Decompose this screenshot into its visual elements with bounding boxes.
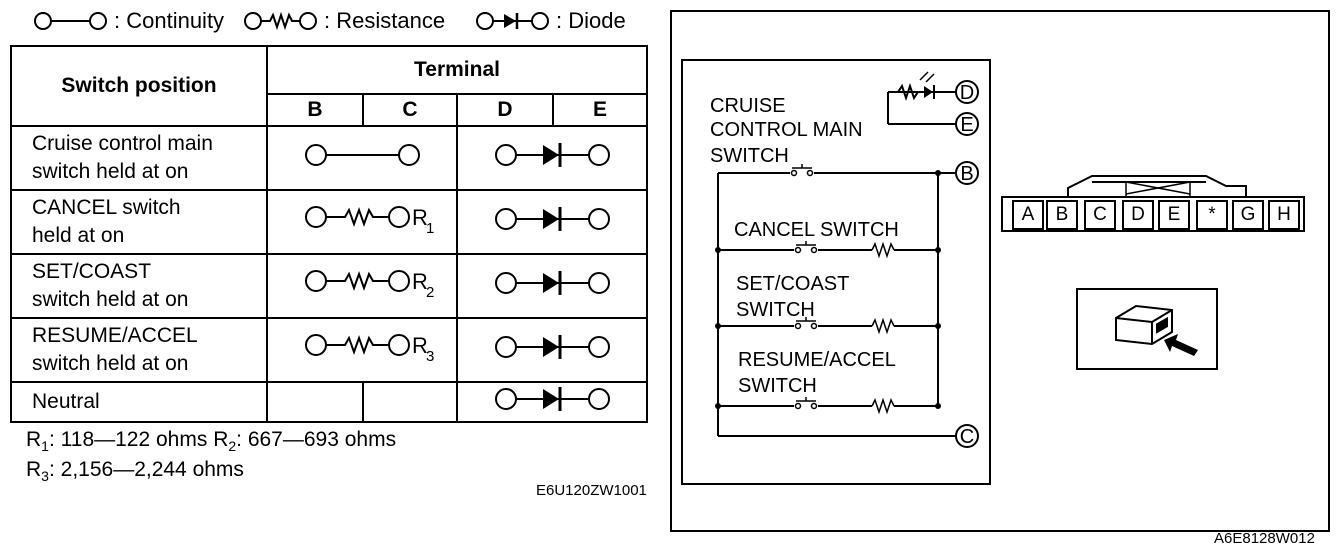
table-row: SET/COAST switch held at on R 2 (10, 253, 648, 319)
main-switch-label-2: CONTROL MAIN (710, 119, 863, 141)
r3-subscript: 3 (426, 348, 434, 365)
diode-symbol-icon (495, 271, 610, 295)
switch-position-cell: SET/COAST switch held at on (10, 253, 268, 319)
terminal-e-header: E (552, 93, 648, 127)
de-measurement-cell (456, 381, 648, 423)
resume-accel-label-1: RESUME/ACCEL (738, 349, 896, 371)
connector-pin-blank: * (1196, 200, 1228, 230)
diode-symbol-icon (495, 387, 610, 411)
de-measurement-cell (456, 253, 648, 319)
terminal-c-header: C (362, 93, 458, 127)
header-terminal: Terminal (266, 45, 648, 95)
terminal-d-header: D (456, 93, 554, 127)
switch-position-cell: Neutral (10, 381, 268, 423)
inspection-table: Switch position Terminal B C D E Cruise … (10, 45, 648, 423)
resistance-note-2: R3: 2,156—2,244 ohms (26, 458, 244, 485)
table-row: CANCEL switch held at on R 1 (10, 189, 648, 255)
diode-symbol-icon (476, 12, 549, 30)
diode-symbol-icon (495, 143, 610, 167)
connector-view-inset (1076, 288, 1218, 370)
r3-label: R (412, 333, 428, 358)
wiring-figure-frame (670, 10, 1330, 532)
terminal-b-header: B (266, 93, 364, 127)
connector-plug-icon (1115, 304, 1173, 346)
r1-label: R (412, 205, 428, 230)
terminal-e-label: E (960, 114, 973, 136)
table-row: RESUME/ACCEL switch held at on R 3 (10, 317, 648, 383)
de-measurement-cell (456, 189, 648, 255)
legend-continuity: : Continuity (32, 6, 224, 36)
r2-subscript: 2 (426, 284, 434, 301)
bc-measurement-cell: R 2 (266, 253, 458, 319)
diode-symbol-icon (495, 207, 610, 231)
figure-code-right: A6E8128W012 (1214, 530, 1315, 547)
set-coast-label-2: SWITCH (736, 299, 815, 321)
table-row: Cruise control main switch held at on (10, 125, 648, 191)
resume-accel-label-2: SWITCH (738, 375, 817, 397)
switch-position-cell: CANCEL switch held at on (10, 189, 268, 255)
wiring-diagram: D E B C CRUISE CONTROL MAIN SWITCH CANCE… (681, 59, 991, 485)
header-switch-position: Switch position (10, 45, 268, 127)
legend-continuity-label: : Continuity (114, 8, 225, 33)
table-row: Neutral (10, 381, 648, 423)
connector-pin-c: C (1084, 200, 1116, 230)
r1-subscript: 1 (426, 220, 434, 237)
terminal-b-label: B (960, 163, 973, 185)
diode-symbol-icon (495, 335, 610, 359)
switch-position-cell: Cruise control main switch held at on (10, 125, 268, 191)
de-measurement-cell (456, 125, 648, 191)
bc-measurement-cell: R 1 (266, 189, 458, 255)
main-switch-label-3: SWITCH (710, 145, 789, 167)
switch-position-cell: RESUME/ACCEL switch held at on (10, 317, 268, 383)
figure-code-left: E6U120ZW1001 (536, 482, 647, 499)
terminal-c-label: C (960, 426, 974, 448)
connector-pin-b: B (1046, 200, 1078, 230)
resistance-symbol-icon: R 1 (305, 205, 434, 237)
arrow-icon (1164, 334, 1198, 356)
resistance-note-1: R1: 118—122 ohms R2: 667—693 ohms (26, 428, 397, 455)
de-measurement-cell (456, 317, 648, 383)
r2-label: R (412, 269, 428, 294)
legend-resistance-label: : Resistance (324, 8, 446, 33)
cancel-switch-label: CANCEL SWITCH (734, 219, 899, 241)
resistance-symbol-icon: R 3 (305, 333, 434, 365)
bc-measurement-cell (266, 125, 458, 191)
connector-pin-h: H (1268, 200, 1300, 230)
terminal-d-label: D (960, 82, 974, 104)
legend-diode-label: : Diode (556, 8, 626, 33)
bc-measurement-cell: R 3 (266, 317, 458, 383)
legend-diode: : Diode (474, 6, 626, 36)
connector-pin-g: G (1232, 200, 1264, 230)
connector-pin-d: D (1122, 200, 1154, 230)
legend-resistance: : Resistance (242, 6, 445, 36)
connector-pin-a: A (1012, 200, 1044, 230)
continuity-symbol-icon (34, 12, 107, 30)
main-switch-label-1: CRUISE (710, 95, 786, 117)
continuity-symbol-icon (305, 144, 420, 166)
connector-pin-e: E (1158, 200, 1190, 230)
resistance-symbol-icon: R 2 (305, 269, 434, 301)
set-coast-label-1: SET/COAST (736, 273, 849, 295)
b-empty-cell (266, 381, 364, 423)
c-empty-cell (362, 381, 458, 423)
resistance-symbol-icon (244, 11, 317, 31)
